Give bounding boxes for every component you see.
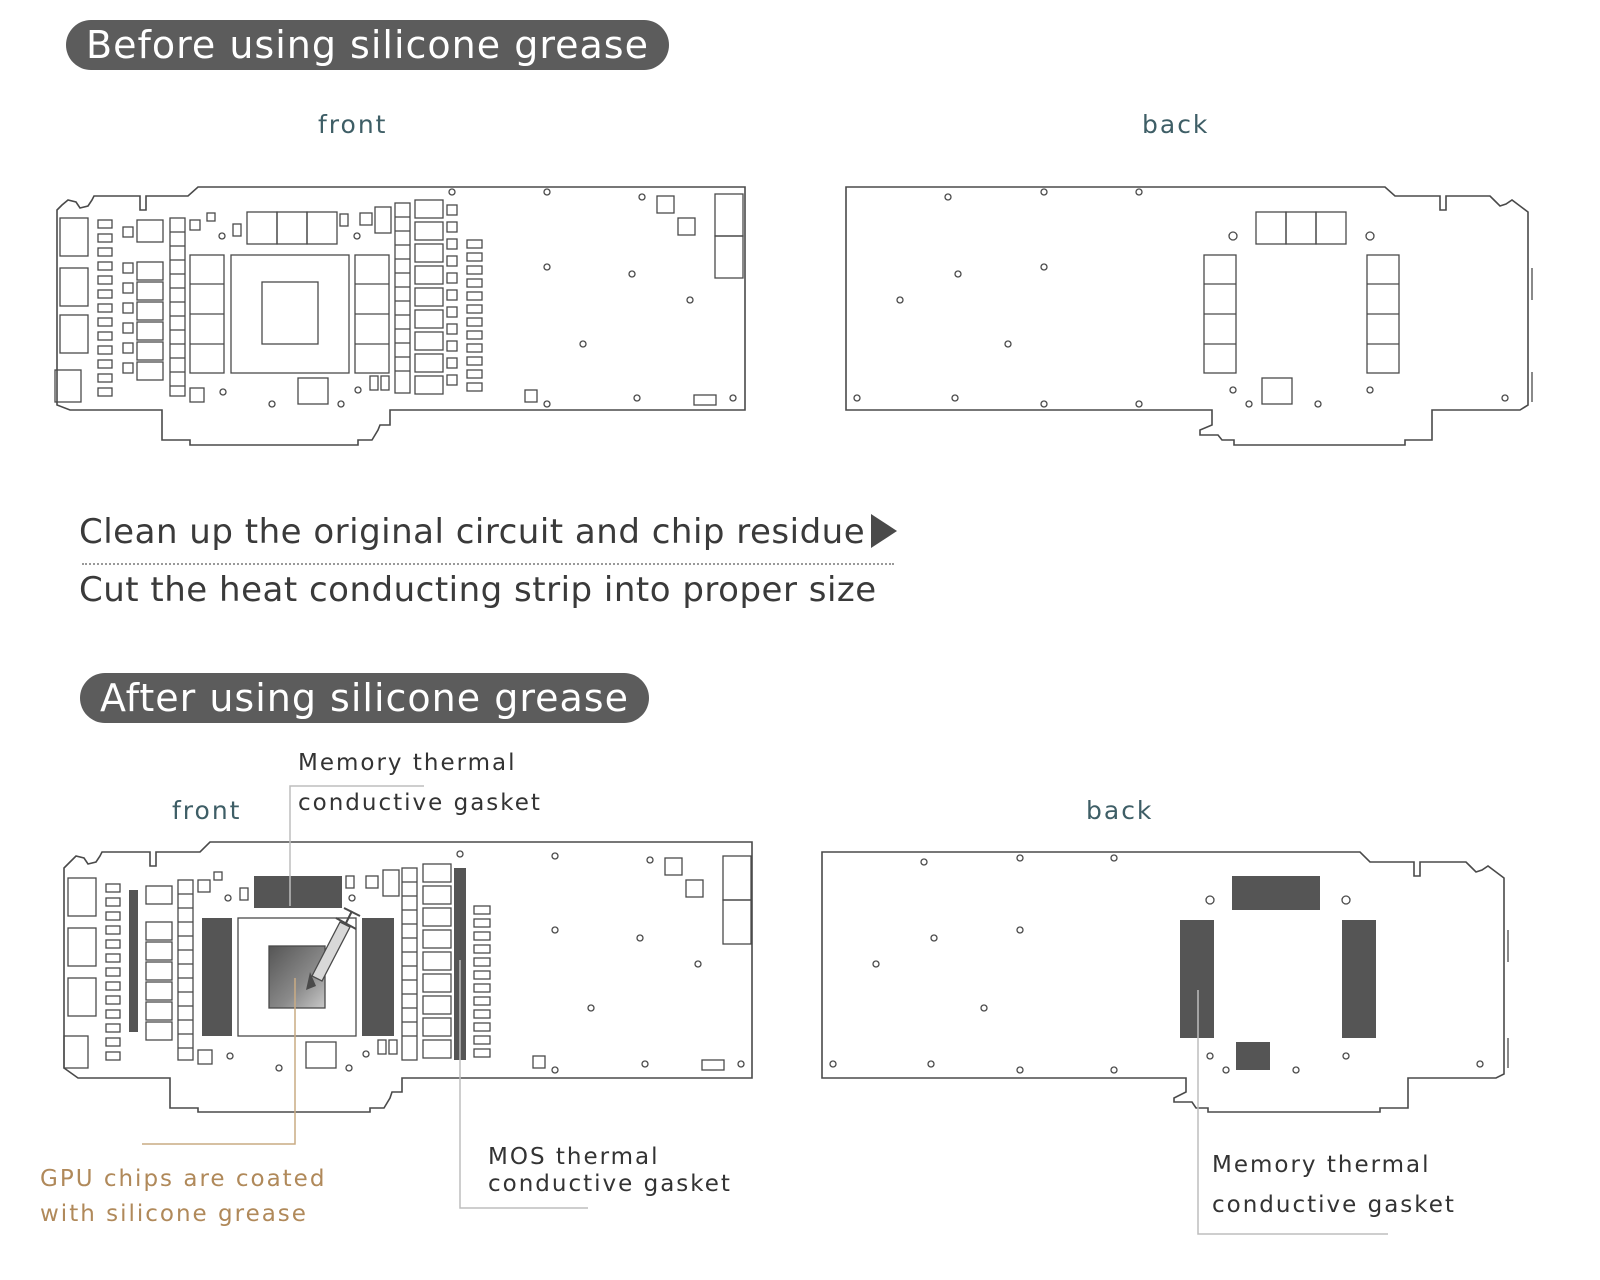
before-back-board (845, 186, 1533, 446)
after-section-title: After using silicone grease (80, 673, 649, 723)
before-front-label: front (318, 110, 388, 139)
callout-memory-back-line1: Memory thermal (1212, 1152, 1431, 1178)
before-back-label: back (1142, 110, 1210, 139)
step-divider (82, 563, 894, 565)
before-front-board (54, 186, 746, 446)
callout-mos-gasket: MOS thermal conductive gasket (488, 1144, 732, 1198)
step-clean-residue: Clean up the original circuit and chip r… (79, 512, 898, 552)
callout-mos-line1: MOS thermal (488, 1144, 660, 1170)
after-back-label: back (1086, 796, 1154, 825)
callout-memory-front-line1: Memory thermal (298, 750, 517, 776)
step-clean-text: Clean up the original circuit and chip r… (79, 512, 866, 552)
callout-gpu-line2: with silicone grease (40, 1201, 308, 1227)
callout-memory-front-line2: conductive gasket (298, 790, 542, 816)
callout-gpu-line1: GPU chips are coated (40, 1166, 327, 1192)
after-front-label: front (172, 796, 242, 825)
play-arrow-icon (871, 513, 898, 548)
callout-mos-line2: conductive gasket (488, 1171, 732, 1197)
callout-gpu-grease: GPU chips are coated with silicone greas… (40, 1162, 326, 1232)
syringe-icon (306, 907, 361, 990)
callout-memory-gasket-front: Memory thermal conductive gasket (298, 750, 542, 817)
callout-memory-back-line2: conductive gasket (1212, 1192, 1456, 1218)
step-cut-strip: Cut the heat conducting strip into prope… (79, 570, 877, 610)
after-front-board (63, 841, 753, 1113)
after-back-board (821, 851, 1509, 1113)
callout-memory-gasket-back: Memory thermal conductive gasket (1212, 1152, 1456, 1219)
callout-leader-lines (142, 785, 1388, 1235)
before-section-title: Before using silicone grease (66, 20, 669, 70)
